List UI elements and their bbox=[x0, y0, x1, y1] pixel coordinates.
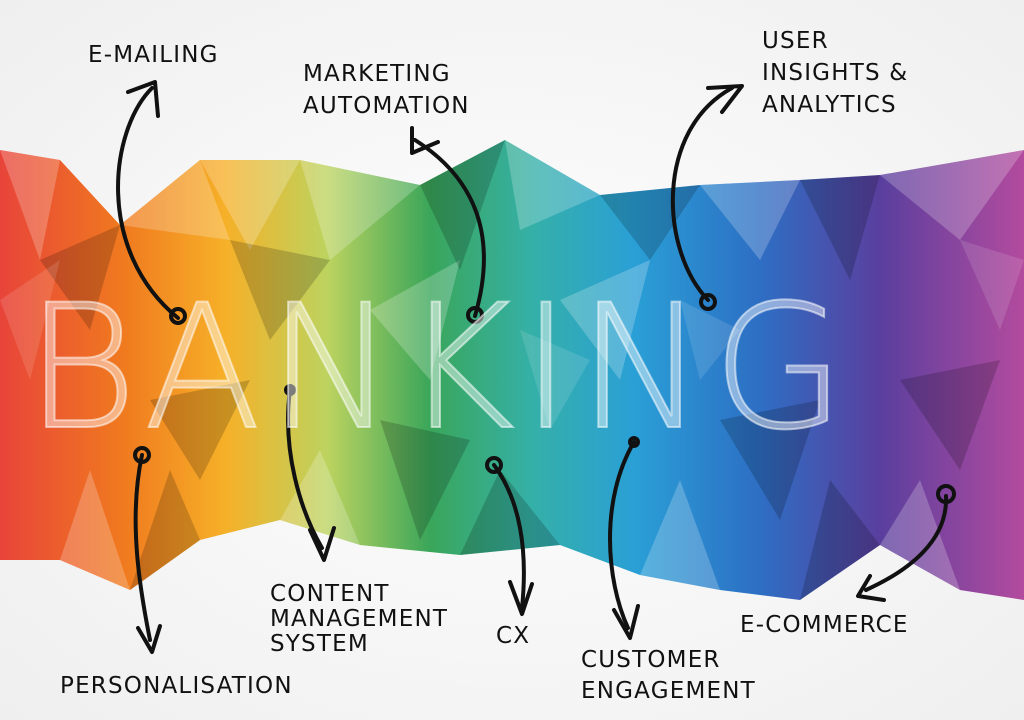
label-content-management-system: CONTENT MANAGEMENT SYSTEM bbox=[270, 581, 449, 657]
banking-title: BANKING bbox=[24, 267, 852, 469]
arrow-marketing-automation bbox=[410, 126, 486, 324]
label-e-mailing: E-MAILING bbox=[88, 42, 219, 68]
label-marketing-automation: MARKETING AUTOMATION bbox=[303, 61, 470, 119]
arrow-customer-engagement bbox=[608, 436, 640, 640]
arrows bbox=[116, 80, 956, 654]
arrow-personalisation bbox=[133, 446, 162, 654]
label-e-commerce: E-COMMERCE bbox=[740, 612, 909, 638]
polygon-spectrum-band bbox=[0, 140, 1024, 600]
arrow-cx bbox=[485, 456, 534, 616]
arrow-e-mailing bbox=[116, 80, 187, 325]
label-personalisation: PERSONALISATION bbox=[60, 673, 293, 699]
arrow-cms bbox=[284, 384, 336, 562]
arrow-user-insights bbox=[670, 84, 744, 311]
label-customer-engagement: CUSTOMER ENGAGEMENT bbox=[581, 647, 756, 704]
label-cx: CX bbox=[496, 623, 531, 649]
arrow-e-commerce bbox=[856, 484, 956, 602]
label-user-insights-analytics: USER INSIGHTS & ANALYTICS bbox=[762, 28, 909, 118]
